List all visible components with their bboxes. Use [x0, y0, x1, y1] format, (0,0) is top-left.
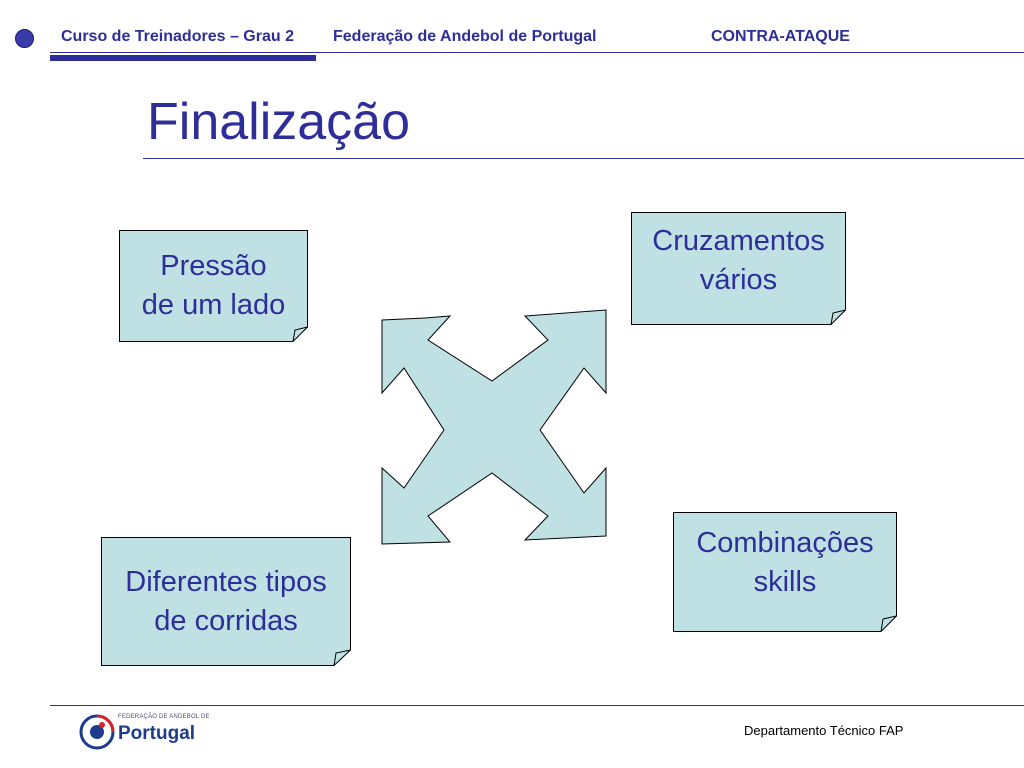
- note-cruzamentos-line1: Cruzamentos: [652, 225, 825, 257]
- header-divider: [50, 52, 1024, 53]
- note-corridas: Diferentes tipos de corridas: [101, 537, 351, 666]
- header-course: Curso de Treinadores – Grau 2: [61, 28, 294, 45]
- note-pressao: Pressão de um lado: [119, 230, 308, 342]
- note-shape: [119, 230, 308, 342]
- four-way-arrow-icon: [380, 308, 610, 553]
- note-shape: [101, 537, 351, 666]
- note-pressao-line2: de um lado: [141, 289, 286, 321]
- note-combinacoes-line2: skills: [753, 565, 817, 598]
- footer-department: Departamento Técnico FAP: [744, 723, 904, 738]
- note-corridas-line2: de corridas: [154, 604, 298, 637]
- note-cruzamentos: Cruzamentos vários: [631, 212, 846, 325]
- fap-logo: FEDERAÇÃO DE ANDEBOL DE Portugal: [78, 711, 218, 753]
- note-shape: [673, 512, 897, 632]
- header-federation: Federação de Andebol de Portugal: [333, 28, 597, 45]
- slide-title: Finalização: [147, 93, 411, 151]
- title-underline: [143, 158, 1024, 159]
- logo-wordmark: Portugal: [118, 723, 196, 744]
- footer-divider: [50, 705, 1024, 706]
- logo-caption: FEDERAÇÃO DE ANDEBOL DE: [118, 714, 210, 720]
- note-combinacoes-line1: Combinações: [696, 527, 874, 559]
- note-pressao-line1: Pressão: [160, 250, 267, 283]
- header-section: CONTRA-ATAQUE: [711, 28, 850, 45]
- header-bullet-icon: [15, 29, 34, 48]
- note-combinacoes: Combinações skills: [673, 512, 897, 632]
- header-accent-bar: [50, 55, 316, 61]
- note-shape: [631, 212, 846, 325]
- note-corridas-line1: Diferentes tipos: [125, 565, 327, 598]
- note-cruzamentos-line2: vários: [699, 263, 778, 296]
- fap-emblem-icon: [79, 714, 115, 750]
